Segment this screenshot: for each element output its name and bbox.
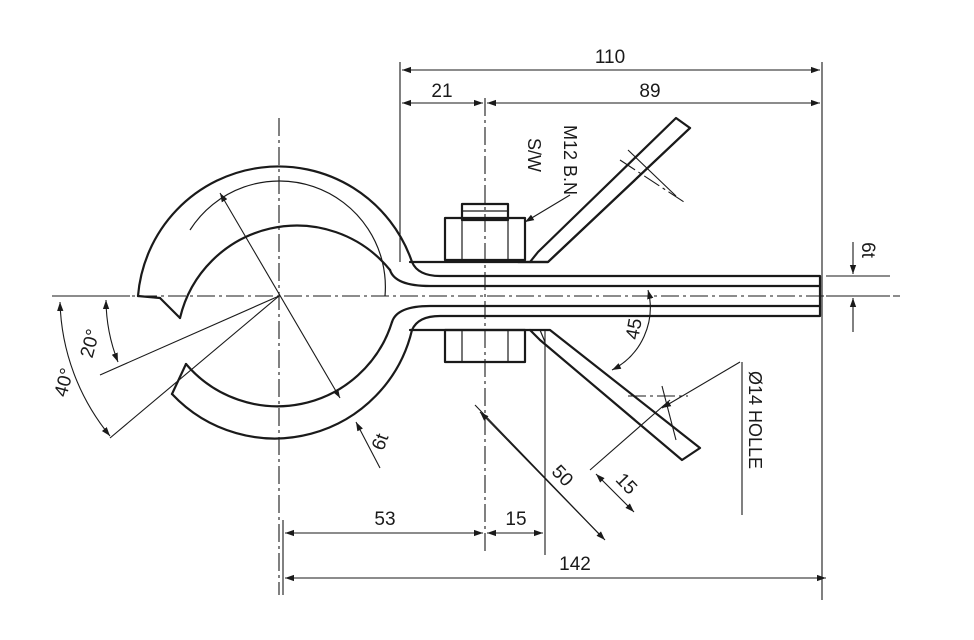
label-110: 110: [595, 47, 625, 68]
upper-nut-body: [443, 216, 527, 262]
ring-upper-outer-arc: [136, 165, 414, 298]
dimension-labels: 110 21 89 53 15 142 6t 6t 45 20° 40° 50 …: [51, 47, 878, 575]
label-6t-right: 6t: [857, 242, 878, 259]
dim-20-arc: [102, 299, 119, 363]
ext-15-slant: [589, 399, 671, 471]
upper-leg-inner: [388, 268, 822, 288]
clamp-ring: [136, 165, 414, 440]
leaders: [355, 149, 743, 515]
label-21: 21: [431, 81, 452, 102]
ext-20-ray: [99, 295, 280, 376]
leader-hole: [661, 361, 741, 409]
upper-nut: [443, 202, 527, 262]
label-40: 40°: [51, 366, 79, 399]
upper-hole-cross-1: [627, 149, 677, 197]
label-53: 53: [374, 509, 395, 530]
ring-top-end-2: [158, 296, 182, 320]
dimension-lines: [57, 66, 857, 582]
notes: M12 B.N S/W Ø14 HOLLE: [524, 125, 765, 469]
upper-nut-top: [460, 202, 510, 222]
note-sw: S/W: [524, 138, 544, 172]
center-lines: [52, 98, 900, 595]
upper-leg: [410, 260, 822, 298]
bore-diameter-line: [219, 192, 341, 399]
dim-45-arc: [611, 289, 654, 371]
upper-arm-hole-center-line: [619, 159, 685, 203]
label-45: 45: [622, 317, 646, 341]
bracket-legs: [388, 116, 822, 462]
lower-hole-cross: [661, 385, 677, 441]
ring-top-end: [136, 294, 162, 300]
lower-arm: [528, 328, 702, 462]
lower-nut-body: [443, 328, 527, 364]
label-142: 142: [559, 554, 591, 575]
note-bolt: M12 B.N: [560, 125, 580, 195]
lower-nut: [443, 328, 527, 364]
label-15-slant: 15: [611, 469, 641, 499]
lower-arm-bend-line: [539, 329, 546, 343]
label-6t-bottom: 6t: [368, 430, 393, 453]
note-hole: Ø14 HOLLE: [745, 371, 765, 469]
leader-bolt: [524, 194, 571, 223]
label-50: 50: [547, 461, 577, 491]
lower-leg: [410, 294, 822, 332]
dim-15-slant-line: [595, 473, 635, 513]
ext-40-ray: [109, 295, 280, 439]
upper-arm: [528, 116, 692, 264]
dim-40-arc: [57, 301, 111, 437]
dim-50-line: [479, 411, 606, 541]
ring-lower-inner-arc: [184, 320, 394, 408]
label-20: 20°: [77, 327, 105, 360]
label-15-bottom: 15: [505, 509, 526, 530]
label-89: 89: [639, 81, 660, 102]
leader-6t-bottom: [355, 421, 381, 469]
ring-lower-outer-arc: [170, 328, 414, 440]
lower-leg-inner: [390, 304, 822, 324]
bore-outline: [189, 180, 386, 297]
ring-bottom-end: [170, 362, 188, 396]
